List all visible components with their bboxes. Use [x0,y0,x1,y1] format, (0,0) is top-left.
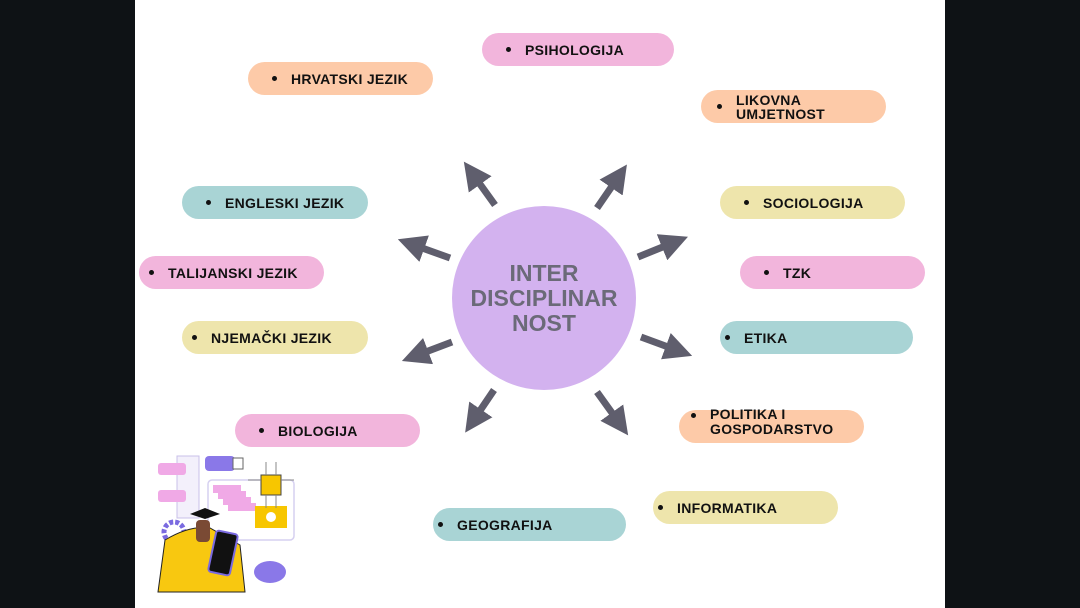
subject-informatika: INFORMATIKA [653,491,838,524]
subject-politika-i-gospodarstvo: POLITIKA I GOSPODARSTVO [679,406,864,443]
arrow-right-down [639,333,693,360]
bullet-icon [272,76,277,81]
subject-njemacki-jezik: NJEMAČKI JEZIK [182,321,368,354]
bullet-icon [506,47,511,52]
center-line-3: NOST [512,309,576,336]
bullet-icon [658,505,663,510]
subject-label: LIKOVNA UMJETNOST [736,91,826,122]
bullet-icon [438,522,443,527]
arrow-up-right [594,164,627,210]
subject-hrvatski-jezik: HRVATSKI JEZIK [248,62,433,95]
bullet-icon [717,104,722,109]
arrow-up-left [463,161,498,208]
subject-likovna-umjetnost: LIKOVNA UMJETNOST [701,90,886,123]
subject-talijanski-jezik: TALIJANSKI JEZIK [139,256,324,289]
subject-label: BIOLOGIJA [278,422,358,439]
center-line-2: DISCIPLINAR [470,284,618,311]
arrow-left-up [397,235,452,262]
bullet-icon [764,270,769,275]
subject-label: ENGLESKI JEZIK [225,194,345,211]
subject-label: NJEMAČKI JEZIK [211,329,332,346]
subject-label: ETIKA [744,329,788,346]
arrow-down-right [594,389,629,436]
subject-label: HRVATSKI JEZIK [291,70,408,87]
subject-label: TALIJANSKI JEZIK [168,264,298,281]
bullet-icon [691,413,696,418]
subject-biologija: BIOLOGIJA [235,414,420,447]
subject-geografija: GEOGRAFIJA [433,508,626,541]
subject-tzk: TZK [740,256,925,289]
bullet-icon [725,335,730,340]
bullet-icon [259,428,264,433]
subject-label: SOCIOLOGIJA [763,194,864,211]
subject-etika: ETIKA [720,321,913,354]
subject-label: TZK [783,264,812,281]
subject-label: PSIHOLOGIJA [525,41,624,58]
bullet-icon [206,200,211,205]
subject-psihologija: PSIHOLOGIJA [482,33,674,66]
subject-label: INFORMATIKA [677,499,778,516]
subject-sociologija: SOCIOLOGIJA [720,186,905,219]
subject-engleski-jezik: ENGLESKI JEZIK [182,186,368,219]
arrow-left-down [401,337,454,365]
subject-label: POLITIKA I GOSPODARSTVO [710,406,834,437]
arrow-down-left [465,388,497,433]
bullet-icon [744,200,749,205]
subject-label: GEOGRAFIJA [457,516,553,533]
bullet-icon [149,270,154,275]
center-topic-circle: INTER DISCIPLINAR NOST [452,206,636,390]
arrow-right-up [636,234,688,261]
center-line-1: INTER [509,259,579,286]
bullet-icon [192,335,197,340]
